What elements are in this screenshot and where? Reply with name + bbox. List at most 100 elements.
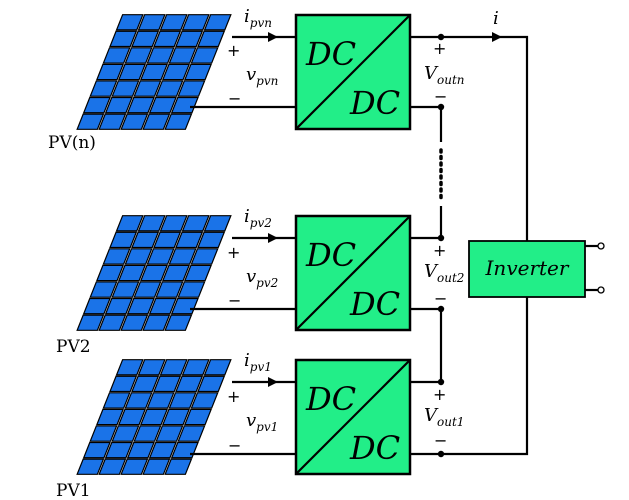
converter-n-top: DC	[305, 35, 356, 73]
solar-cell	[98, 458, 127, 475]
solar-cell	[146, 47, 175, 64]
pv-string-n: PV(n) ipvn + vpvn − DC DC i + Voutn −	[48, 6, 529, 241]
solar-cell	[142, 113, 171, 130]
solar-cell	[142, 458, 171, 475]
solar-cell	[161, 264, 191, 282]
solar-cell	[76, 113, 105, 130]
node-out-neg-1	[437, 450, 445, 458]
solar-cell	[139, 408, 169, 426]
solar-cell	[95, 408, 125, 426]
pv-panel-2	[76, 215, 232, 331]
solar-cell	[102, 392, 131, 409]
solar-cell	[111, 425, 140, 442]
current-label-n: ipvn	[244, 6, 272, 30]
output-current-arrow	[492, 32, 502, 42]
solar-cell	[164, 113, 193, 130]
solar-cell	[203, 215, 232, 232]
solar-cell	[131, 231, 160, 249]
ac-terminal-bottom	[597, 286, 605, 294]
solar-cell	[170, 96, 199, 114]
solar-cell	[181, 14, 210, 31]
converter-n-bottom: DC	[349, 84, 400, 122]
solar-cell	[102, 248, 131, 265]
solar-cell	[197, 30, 226, 48]
solar-cell	[76, 314, 105, 331]
solar-cell	[148, 297, 177, 315]
node-out-pos-1	[437, 378, 445, 386]
solar-cell	[133, 80, 162, 97]
minus-2: −	[228, 291, 241, 310]
plus-2: +	[227, 243, 240, 262]
solar-cell	[146, 248, 175, 265]
solar-cell	[117, 408, 147, 426]
pv-panel-n	[76, 14, 232, 130]
wire-out-neg-2	[410, 307, 443, 382]
solar-cell	[139, 63, 169, 81]
solar-cell	[137, 215, 166, 232]
solar-cell	[177, 80, 206, 97]
solar-cell	[120, 458, 149, 475]
wire-out-neg-1	[410, 297, 529, 456]
out-voltage-label-2: Vout2	[424, 261, 464, 285]
solar-cell	[115, 359, 144, 376]
current-arrow-n	[268, 32, 278, 42]
node-out-pos-2	[437, 234, 445, 242]
out-minus-2: −	[434, 289, 447, 308]
node-out-neg-2	[437, 305, 445, 313]
solar-cell	[117, 63, 147, 81]
solar-cell	[98, 113, 127, 130]
solar-cell	[155, 425, 184, 442]
solar-cell	[109, 375, 138, 393]
dc-dc-converter-2: DC DC	[294, 214, 412, 332]
solar-cell	[155, 281, 184, 298]
inverter: Inverter	[468, 240, 605, 298]
converter-1-bottom: DC	[349, 429, 400, 467]
solar-cell	[104, 441, 133, 459]
out-plus-n: +	[433, 39, 446, 58]
inverter-label: Inverter	[485, 256, 570, 280]
solar-cell	[111, 80, 140, 97]
solar-cell	[76, 458, 105, 475]
solar-cell	[98, 314, 127, 331]
solar-cell	[161, 63, 191, 81]
solar-cell	[133, 281, 162, 298]
solar-cell	[153, 30, 182, 48]
voltage-label-1: vpv1	[246, 410, 278, 434]
solar-cell	[183, 408, 213, 426]
output-current-label: i	[493, 8, 499, 29]
solar-cell	[190, 248, 219, 265]
solar-cell	[181, 215, 210, 232]
solar-cell	[102, 47, 131, 64]
pv-name-2: PV2	[56, 337, 91, 357]
out-minus-1: −	[434, 431, 447, 450]
pv-string-2: PV2 ipv2 + vpv2 − DC DC + Vout2 −	[56, 206, 464, 382]
solar-cell	[164, 314, 193, 331]
out-voltage-label-n: Voutn	[424, 63, 465, 87]
solar-cell	[115, 215, 144, 232]
minus-n: −	[228, 89, 241, 108]
current-label-1: ipv1	[244, 350, 272, 374]
solar-cell	[183, 264, 213, 282]
pv-panel-1	[76, 359, 232, 475]
solar-cell	[95, 63, 125, 81]
solar-cell	[117, 264, 147, 282]
solar-cell	[190, 47, 219, 64]
converter-2-bottom: DC	[349, 285, 400, 323]
ac-terminal-top	[597, 242, 605, 250]
out-minus-n: −	[434, 87, 447, 106]
solar-cell	[159, 14, 188, 31]
solar-cell	[89, 80, 118, 97]
solar-cell	[159, 359, 188, 376]
solar-cell	[120, 113, 149, 130]
solar-cell	[164, 458, 193, 475]
solar-cell	[168, 248, 197, 265]
solar-cell	[137, 14, 166, 31]
solar-cell	[146, 392, 175, 409]
solar-cell	[175, 375, 204, 393]
voltage-label-2: vpv2	[246, 266, 278, 290]
solar-cell	[82, 96, 111, 114]
solar-cell	[203, 14, 232, 31]
solar-cell	[155, 80, 184, 97]
solar-cell	[183, 63, 213, 81]
